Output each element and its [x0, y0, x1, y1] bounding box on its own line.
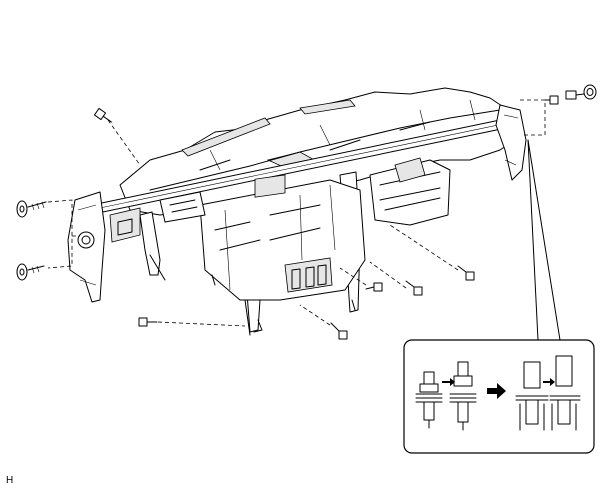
arrow-right-icon	[442, 378, 455, 386]
instrument-panel-assembly	[67, 87, 527, 336]
detail-inset	[403, 339, 595, 454]
clip-icon	[415, 371, 443, 429]
callout-leader	[527, 139, 561, 341]
bolt-icon	[330, 322, 348, 340]
bolt-icon	[405, 280, 423, 296]
bolt-icon	[93, 107, 112, 123]
clip-icon	[544, 95, 559, 105]
washer-icon	[16, 200, 28, 218]
screw-icon	[27, 201, 47, 211]
clip-icon	[515, 361, 549, 431]
clip-icon	[549, 355, 581, 431]
screw-icon	[565, 90, 585, 100]
washer-icon	[16, 263, 28, 281]
washer-icon	[583, 84, 597, 100]
leader-lines	[47, 99, 546, 327]
clip-icon	[449, 361, 477, 431]
screw-icon	[27, 265, 45, 274]
figure-code: H	[6, 475, 14, 486]
bolt-icon	[138, 317, 158, 327]
arrow-right-icon	[487, 383, 506, 399]
bolt-icon	[457, 265, 475, 281]
arrow-right-icon	[543, 378, 555, 386]
bolt-icon	[365, 282, 383, 292]
